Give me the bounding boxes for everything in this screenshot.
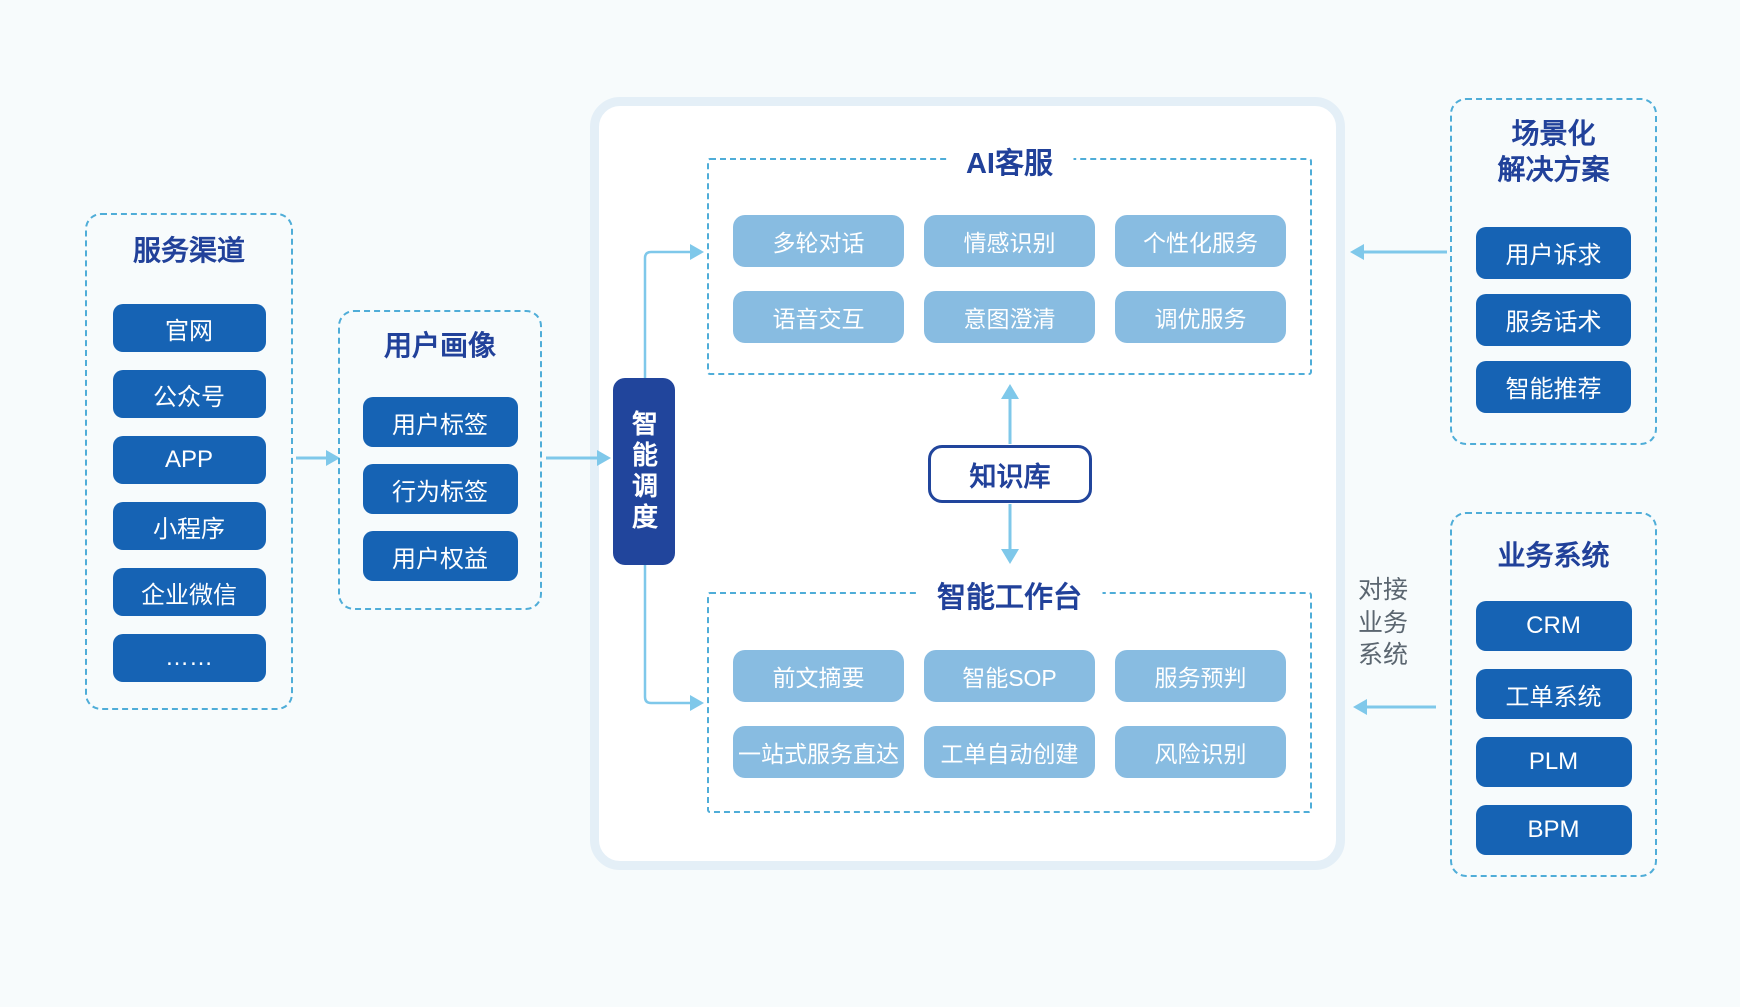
node-auto-ticket-creation: 工单自动创建: [924, 726, 1095, 778]
intelligent-workbench-title: 智能工作台: [916, 574, 1103, 616]
arrow-solutions-to-ai-service-icon: [1350, 244, 1447, 260]
arrow-systems-to-workbench-icon: [1353, 699, 1436, 715]
node-voice-interaction: 语音交互: [733, 291, 904, 343]
node-official-account: 公众号: [112, 370, 266, 419]
knowledge-base-label: 知识库: [969, 461, 1051, 492]
node-context-summary: 前文摘要: [733, 650, 904, 702]
group-user-profile: 用户画像 用户标签 行为标签 用户权益: [338, 310, 542, 610]
node-knowledge-base: 知识库: [928, 445, 1092, 503]
node-user-benefits: 用户权益: [362, 531, 518, 582]
node-mini-program: 小程序: [112, 502, 266, 551]
node-user-tags: 用户标签: [362, 397, 518, 448]
node-smart-recommendation: 智能推荐: [1476, 360, 1631, 413]
node-service-prediction: 服务预判: [1115, 650, 1286, 702]
group-scenario-solutions: 场景化 解决方案 用户诉求 服务话术 智能推荐: [1450, 98, 1657, 445]
node-ticket-system: 工单系统: [1475, 669, 1632, 720]
group-service-channels: 服务渠道 官网 公众号 APP 小程序 企业微信 ……: [85, 213, 293, 710]
arrow-knowledge-to-workbench-icon: [1001, 504, 1019, 564]
node-behavior-tags: 行为标签: [362, 464, 518, 515]
node-bpm: BPM: [1475, 805, 1632, 856]
node-service-scripts: 服务话术: [1476, 293, 1631, 346]
node-service-tuning: 调优服务: [1115, 291, 1286, 343]
node-official-website: 官网: [112, 304, 266, 353]
ai-customer-service-title: AI客服: [945, 140, 1074, 182]
node-emotion-recognition: 情感识别: [924, 215, 1095, 267]
node-more-channels: ……: [112, 634, 266, 683]
arrow-channels-to-profile-icon: [296, 450, 340, 466]
node-intelligent-dispatch: 智能调度: [613, 378, 675, 565]
arrow-dispatch-to-workbench-icon: [643, 470, 704, 711]
node-multi-turn-dialogue: 多轮对话: [733, 215, 904, 267]
node-app: APP: [112, 436, 266, 485]
node-intent-clarification: 意图澄清: [924, 291, 1095, 343]
intelligent-dispatch-label: 智能调度: [628, 409, 659, 534]
node-personalized-service: 个性化服务: [1115, 215, 1286, 267]
arrow-profile-to-dispatch-icon: [546, 450, 611, 466]
user-profile-title: 用户画像: [383, 330, 496, 361]
node-intelligent-sop: 智能SOP: [924, 650, 1095, 702]
node-wecom: 企业微信: [112, 568, 266, 617]
group-ai-customer-service: AI客服 多轮对话 情感识别 个性化服务 语音交互 意图澄清 调优服务: [707, 140, 1312, 375]
business-systems-title: 业务系统: [1497, 540, 1610, 571]
node-one-stop-service: 一站式服务直达: [733, 726, 904, 778]
service-channels-title: 服务渠道: [132, 235, 245, 266]
integration-note-label: 对接 业务 系统: [1358, 576, 1409, 669]
group-business-systems: 业务系统 CRM 工单系统 PLM BPM: [1450, 512, 1657, 877]
arrow-dispatch-to-ai-service-icon: [643, 244, 704, 470]
node-user-demands: 用户诉求: [1476, 226, 1631, 279]
arrow-knowledge-to-ai-service-icon: [1001, 384, 1019, 444]
node-risk-identification: 风险识别: [1115, 726, 1286, 778]
group-intelligent-workbench: 智能工作台 前文摘要 智能SOP 服务预判 一站式服务直达 工单自动创建 风险识…: [707, 574, 1312, 813]
node-plm: PLM: [1475, 737, 1632, 788]
scenario-solutions-title: 场景化 解决方案: [1497, 118, 1610, 186]
node-crm: CRM: [1475, 601, 1632, 652]
